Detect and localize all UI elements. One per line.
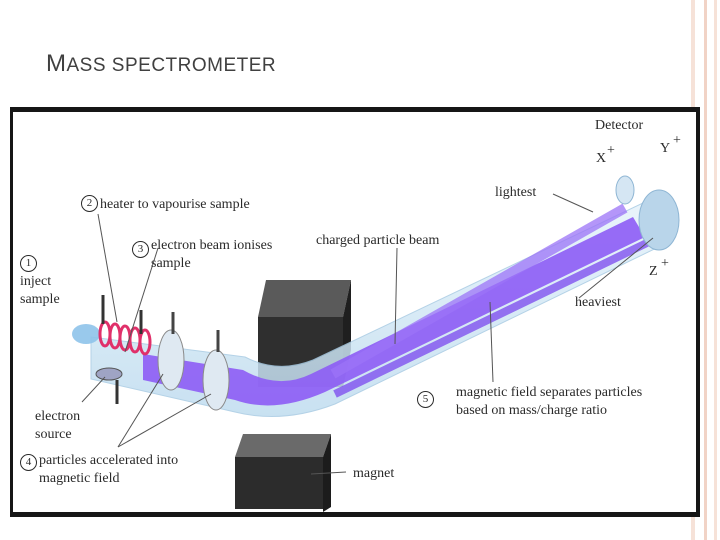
beam-heaviest-path-icon: [333, 236, 655, 398]
magnet-label: magnet: [353, 466, 395, 481]
step-4-label-line-1: particles accelerated into: [39, 453, 179, 468]
diagram-drawing: [72, 175, 680, 512]
step-3-label-line-2: sample: [151, 256, 191, 271]
step-4-marker: 4: [20, 454, 37, 471]
lightest-label: lightest: [495, 185, 537, 200]
y-plus-sign: +: [673, 133, 681, 148]
z-marker-label: Z: [649, 264, 658, 279]
step-3-label-line-1: electron beam ionises: [151, 238, 273, 253]
beam-lightest-path-icon: [330, 203, 628, 379]
step-4-label-line-2: magnetic field: [39, 471, 120, 486]
slide-title-initial: M: [46, 50, 67, 77]
z-plus-sign: +: [661, 256, 669, 271]
step-3-marker: 3: [132, 241, 149, 258]
step-1-label-line-1: inject: [20, 274, 52, 289]
glass-tube-icon: [90, 201, 674, 417]
x-plus-sign: +: [607, 143, 615, 158]
x-marker-label: X: [596, 151, 607, 166]
y-marker-label: Y: [660, 141, 671, 156]
step-5-marker: 5: [417, 391, 434, 408]
electron-source-label-line-2: source: [35, 427, 72, 442]
step-1-label-line-2: sample: [20, 292, 60, 307]
tube-inlet-icon: [72, 324, 100, 344]
electron-source-label-line-1: electron: [35, 409, 81, 424]
slide-title-rest: ASS SPECTROMETER: [66, 55, 277, 76]
step-2-marker: 2: [81, 195, 98, 212]
leader-lines: [81, 193, 654, 475]
slide-edge-stripe-inner: [714, 0, 717, 540]
ion-beam-icon: [143, 217, 645, 406]
step-5-label-line-2: based on mass/charge ratio: [456, 403, 607, 418]
step-5-label-line-1: magnetic field separates particles: [456, 385, 643, 400]
charged-particle-beam-label: charged particle beam: [316, 233, 440, 248]
heater-coil-icon: [98, 320, 152, 356]
mass-spectrometer-diagram: 1 2 3 4 5 inject sample heater to vapour…: [13, 112, 696, 512]
step-1-marker: 1: [20, 255, 37, 272]
electron-source-icon: [95, 367, 123, 404]
slide-edge-stripe-mid: [704, 0, 707, 540]
detector-label: Detector: [595, 118, 644, 133]
heaviest-label: heaviest: [575, 295, 621, 310]
magnet-front-icon: [235, 434, 331, 512]
slide-title: MASS SPECTROMETER: [46, 50, 276, 78]
detector-icon: [615, 175, 680, 251]
step-2-label: heater to vapourise sample: [100, 197, 250, 212]
